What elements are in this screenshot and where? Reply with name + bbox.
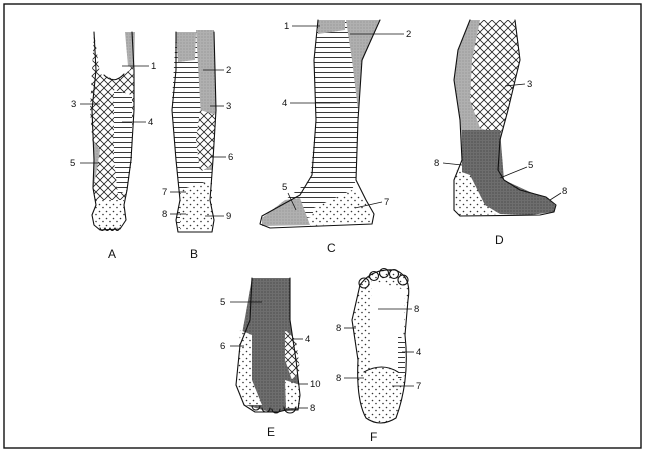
panel-c-label: 2 <box>406 29 411 40</box>
panel-f-caption: F <box>370 430 377 444</box>
panel-f-label: 8 <box>336 323 341 334</box>
panel-e-label: 10 <box>310 379 321 390</box>
panel-e-foot-dorsum <box>230 278 308 413</box>
panel-c-label: 4 <box>282 98 287 109</box>
panel-d-label: 5 <box>528 160 533 171</box>
panel-c-label: 5 <box>282 182 287 193</box>
panel-b-caption: B <box>190 247 198 261</box>
panel-c-label: 1 <box>284 21 289 32</box>
panel-d-label: 8 <box>434 158 439 169</box>
panel-b-label: 6 <box>228 152 233 163</box>
panel-f-label: 8 <box>336 373 341 384</box>
panel-a-leg-anterior <box>80 32 149 231</box>
panel-f-label: 8 <box>414 304 419 315</box>
panel-c-leg-medial <box>260 20 404 228</box>
panel-c-caption: C <box>327 241 336 255</box>
panel-e-label: 8 <box>310 403 315 414</box>
panel-b-label: 3 <box>226 101 231 112</box>
panel-e-label: 6 <box>220 341 225 352</box>
panel-e-label: 4 <box>305 334 310 345</box>
panel-d-leg-lateral <box>443 20 561 216</box>
panel-f-label: 7 <box>416 381 421 392</box>
panel-f-label: 4 <box>416 347 421 358</box>
panel-c-label: 7 <box>384 197 389 208</box>
panel-d-caption: D <box>495 233 504 247</box>
panel-d-label: 3 <box>527 79 532 90</box>
panel-b-label: 7 <box>162 187 167 198</box>
panel-a-label: 5 <box>70 158 75 169</box>
panel-b-label: 2 <box>226 65 231 76</box>
panel-a-label: 3 <box>71 99 76 110</box>
panel-b-leg-posterior <box>170 30 226 232</box>
panel-f-foot-sole <box>344 269 414 424</box>
panel-b-label: 9 <box>226 211 231 222</box>
panel-a-label: 1 <box>151 61 156 72</box>
panel-a-label: 4 <box>148 117 153 128</box>
panel-e-label: 5 <box>220 297 225 308</box>
panel-d-label: 8 <box>562 186 567 197</box>
panel-a-caption: A <box>108 247 116 261</box>
panel-b-label: 8 <box>162 209 167 220</box>
panel-e-caption: E <box>267 425 275 439</box>
